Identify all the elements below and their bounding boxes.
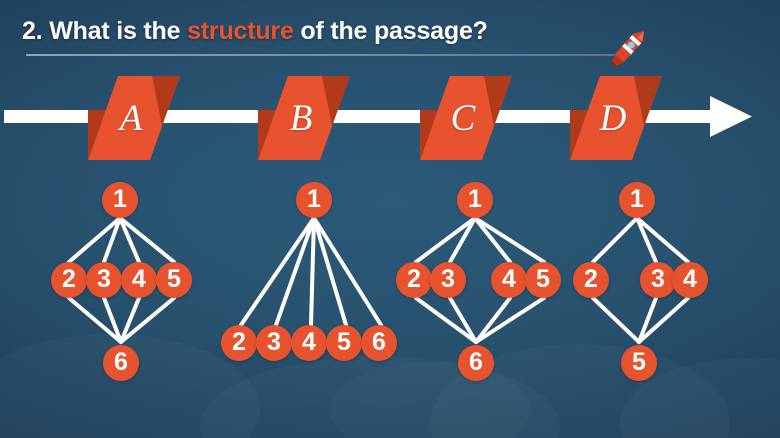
title-prefix: 2. What is the [22, 17, 188, 45]
diagram-a-node-top: 1 [102, 182, 138, 218]
diagram-a-node-bottom: 6 [103, 345, 139, 381]
diagram-b-node-leaf: 3 [256, 325, 292, 361]
banner-shape [88, 76, 180, 160]
banner-shape [570, 76, 662, 160]
diagram-d-node-bottom: 5 [621, 345, 657, 381]
options-timeline: A B C D [0, 66, 780, 170]
diagram-c-node-mid: 2 [396, 262, 432, 298]
diagram-c-node-mid: 3 [430, 262, 466, 298]
banner-shape [420, 76, 512, 160]
page-title: 2. What is the structure of the passage? [22, 14, 722, 48]
diagram-c-node-mid: 4 [491, 262, 527, 298]
diagram-a-node-mid: 3 [86, 262, 122, 298]
diagram-a-node-mid: 5 [156, 262, 192, 298]
diagram-d-node-mid: 3 [640, 262, 676, 298]
option-label-c: C [450, 97, 476, 139]
option-banner-c[interactable]: C [420, 76, 512, 160]
diagram-d-node-mid: 4 [672, 262, 708, 298]
diagram-c-edges [414, 216, 546, 344]
option-label-a: A [119, 97, 143, 139]
diagram-d-node-mid: 2 [573, 262, 609, 298]
diagram-b-node-leaf: 2 [221, 325, 257, 361]
diagram-option-c[interactable]: 1 2 3 4 5 6 [390, 170, 590, 400]
option-label-b: B [289, 97, 313, 139]
option-banner-a[interactable]: A [88, 76, 180, 160]
diagram-d-edges [591, 216, 690, 344]
diagram-c-node-mid: 5 [525, 262, 561, 298]
diagram-a-node-mid: 4 [121, 262, 157, 298]
timeline-arrow [4, 96, 752, 137]
banner-shape [258, 76, 350, 160]
structure-diagrams: 1 2 3 4 5 6 1 2 3 4 5 6 [0, 170, 780, 438]
title-underline [26, 54, 631, 56]
diagram-a-edges [67, 216, 176, 344]
diagram-option-a[interactable]: 1 2 3 4 5 6 [20, 170, 220, 400]
diagram-option-b[interactable]: 1 2 3 4 5 6 [215, 170, 415, 400]
title-suffix: of the passage? [293, 17, 488, 45]
diagram-b-edges [239, 216, 383, 327]
diagram-d-node-top: 1 [619, 182, 655, 218]
option-banner-b[interactable]: B [258, 76, 350, 160]
diagram-option-d[interactable]: 1 2 3 4 5 [558, 170, 758, 400]
pencil-icon [611, 30, 644, 67]
question-title-bar: 2. What is the structure of the passage? [22, 14, 722, 67]
diagram-b-node-leaf: 4 [291, 325, 327, 361]
diagram-b-node-leaf: 6 [361, 325, 397, 361]
option-label-d: D [599, 97, 627, 139]
diagram-b-node-leaf: 5 [326, 325, 362, 361]
diagram-a-node-mid: 2 [51, 262, 87, 298]
diagram-c-node-top: 1 [457, 182, 493, 218]
title-highlight: structure [187, 17, 294, 45]
diagram-b-node-top: 1 [296, 182, 332, 218]
option-banner-d[interactable]: D [570, 76, 662, 160]
diagram-c-node-bottom: 6 [458, 345, 494, 381]
